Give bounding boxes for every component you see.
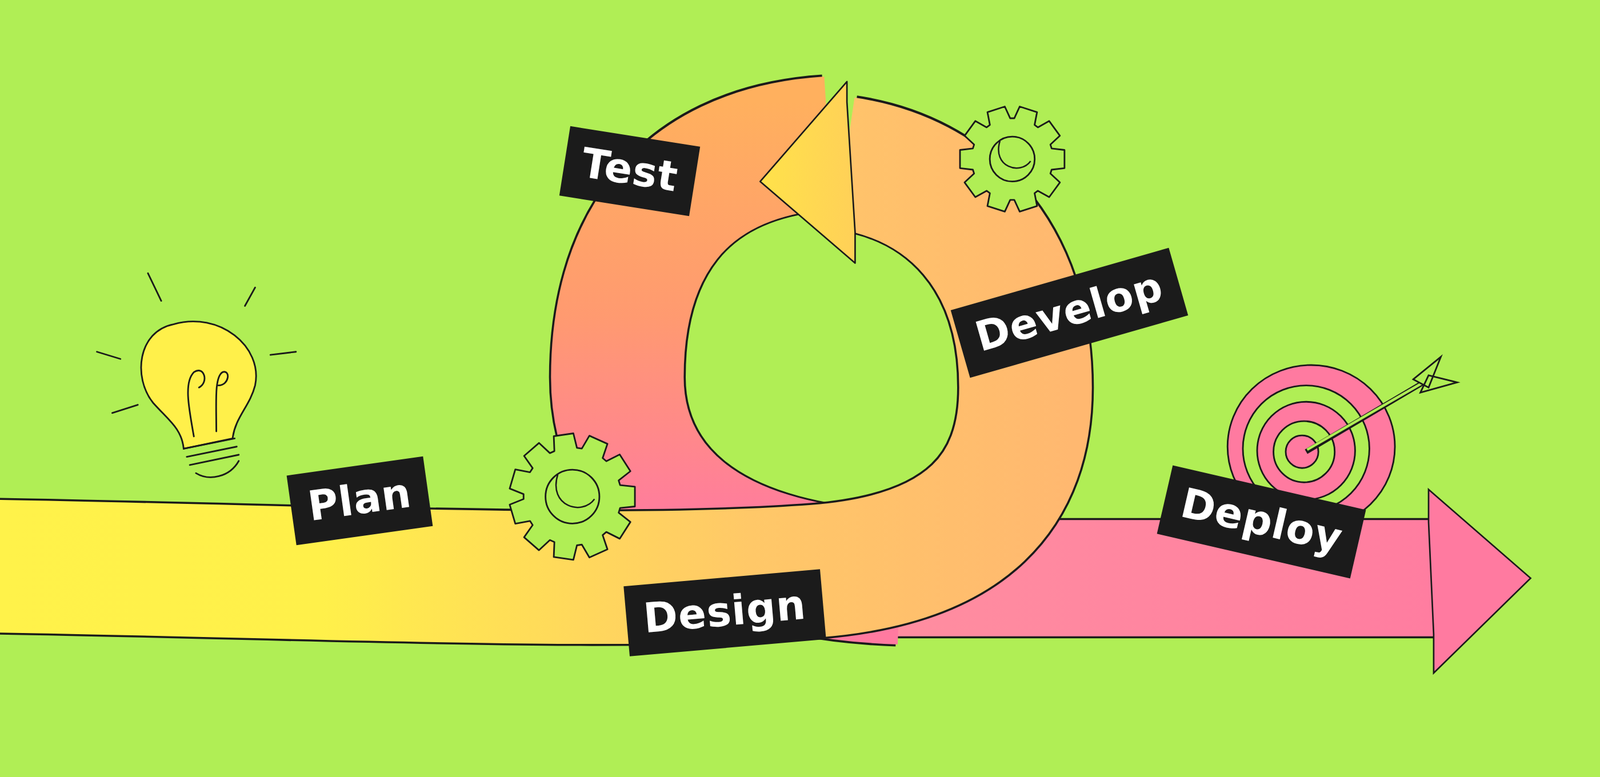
stage-label-box: Design: [623, 569, 826, 657]
gear-outline: [960, 106, 1065, 212]
stage-label: Design: [641, 582, 808, 642]
stage-label-box: Develop: [950, 248, 1189, 379]
stage-label: Test: [578, 140, 682, 200]
loop-arrowhead: [760, 81, 855, 264]
stage-label: Plan: [305, 470, 415, 530]
gear-mark: [556, 474, 595, 508]
entry-outline: [0, 163, 1026, 579]
gear-hub: [989, 136, 1035, 182]
lightbulb-icon: [97, 273, 296, 478]
stage-label: Deploy: [1176, 480, 1347, 562]
stage-label-box: Deploy: [1157, 465, 1367, 579]
gear-hub: [545, 469, 600, 524]
stage-label: Develop: [970, 263, 1168, 360]
gear-outline: [509, 433, 635, 560]
exit-arrowhead: [1428, 489, 1531, 674]
gear-mark: [998, 140, 1031, 168]
stage-label-box: Test: [559, 126, 700, 217]
stage-label-box: Plan: [286, 456, 434, 546]
entry-band: [0, 163, 1026, 579]
